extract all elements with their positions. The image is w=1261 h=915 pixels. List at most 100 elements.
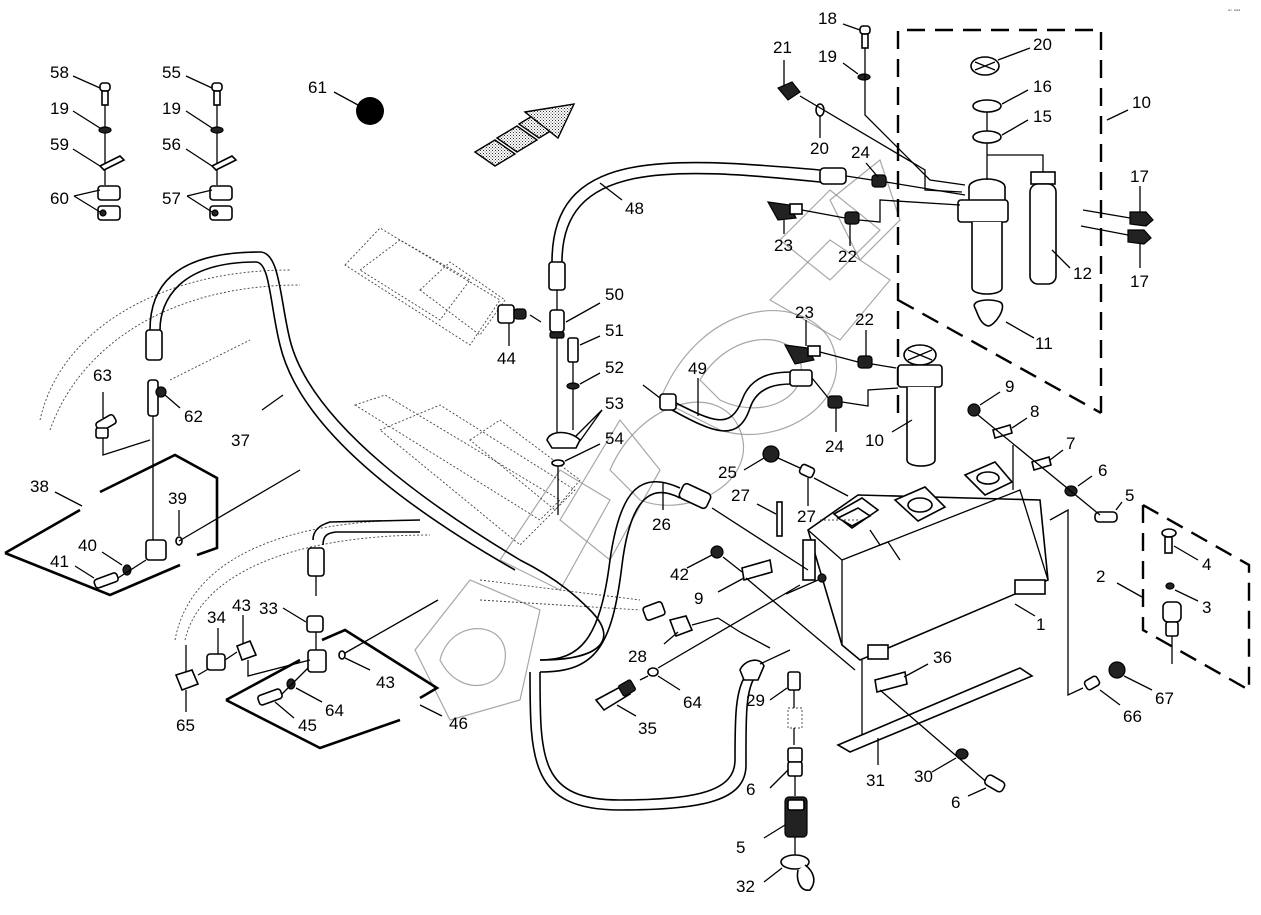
callout-11: 11 (1035, 334, 1053, 353)
callout-64: 65 (176, 716, 195, 735)
callout-57: 57 (162, 189, 181, 208)
callout-19: 19 (818, 47, 837, 66)
callout-13: 15 (1033, 107, 1052, 126)
hose-37: 37 (145, 251, 605, 661)
callout-53: 53 (605, 394, 624, 413)
callout-19: 19 (162, 99, 181, 118)
callout-35: 64 (683, 693, 702, 712)
callout-48: 48 (625, 199, 644, 218)
hydraulic-tank: 1 (802, 461, 1049, 661)
callout-67: 67 (1155, 689, 1174, 708)
callout-4: 4 (1202, 555, 1211, 574)
callout-22: 22 (838, 247, 857, 266)
callout-52: 52 (605, 358, 624, 377)
callout-25: 25 (718, 463, 737, 482)
callout-61: 61 (308, 78, 327, 97)
filter-assembly-group: 10 20 16 15 12 11 17 (896, 28, 1154, 415)
callout-5: 6 (951, 793, 960, 812)
callout-37: 37 (231, 431, 250, 450)
callout-62: 62 (184, 407, 203, 426)
callout-27: 27 (731, 486, 750, 505)
callout-42: 26 (652, 515, 671, 534)
callout-38: 38 (30, 477, 49, 496)
clamp-stack-right: 55 19 56 57 (162, 63, 238, 221)
callout-6: 6 (1098, 461, 1107, 480)
callout-6: 30 (914, 767, 933, 786)
pump-ghost (39, 227, 641, 641)
callout-59: 59 (50, 135, 69, 154)
hose-42: 26 (539, 481, 809, 673)
callout-17: 17 (1130, 272, 1149, 291)
callout-1: 1 (1036, 615, 1045, 634)
drain-stack-31-34: 29 6 5 32 (736, 671, 815, 896)
filter-secondary: 23 22 49 24 10 (642, 303, 943, 467)
callout-17: 17 (1130, 167, 1149, 186)
callout-36: 35 (638, 719, 657, 738)
callout-23: 23 (774, 236, 793, 255)
callout-45: 43 (376, 673, 395, 692)
callout-19: 19 (50, 99, 69, 118)
callout-21: 21 (773, 38, 792, 57)
callout-51: 51 (605, 321, 624, 340)
callout-58: 58 (50, 63, 69, 82)
callout-7: 7 (1066, 434, 1075, 453)
direction-arrow (473, 103, 576, 167)
elbow-fitting-group: 33 43 64 45 46 65 34 43 (174, 519, 468, 750)
callout-18: 18 (818, 9, 837, 28)
callout-30: 31 (866, 771, 885, 790)
return-hose (529, 631, 791, 811)
breather-parts: 67 66 (1067, 630, 1174, 726)
callout-20: 20 (810, 139, 829, 158)
callout-39: 39 (168, 489, 187, 508)
callout-2: 2 (1096, 567, 1105, 586)
callout-12: 12 (1073, 264, 1092, 283)
tank-mount-lower: 36 31 30 6 (836, 648, 1034, 812)
tank-mount-upper: 9 8 7 6 5 (967, 377, 1134, 630)
callout-43: 33 (259, 599, 278, 618)
callout-34: 32 (736, 877, 755, 896)
corner-mark: ▪▫ ▪▪▪ (1228, 8, 1240, 14)
drain-plug-group: 2 4 3 (1096, 503, 1251, 693)
callout-16: 20 (1033, 35, 1052, 54)
callout-43: 34 (207, 608, 226, 627)
callout-60: 60 (50, 189, 69, 208)
callout-55: 55 (162, 63, 181, 82)
tee-fitting-group: 62 63 38 39 40 41 (4, 366, 301, 597)
callout-63: 63 (93, 366, 112, 385)
part-61-marker: 61 (308, 78, 384, 125)
callout-44: 46 (449, 714, 468, 733)
filter-fittings-top: 18 19 21 20 (773, 9, 966, 193)
callout-29: 36 (933, 648, 952, 667)
callout-10: 10 (1132, 93, 1151, 112)
callout-9: 42 (670, 565, 689, 584)
callout-23: 23 (795, 303, 814, 322)
callout-9: 9 (1005, 377, 1014, 396)
callout-15: 16 (1033, 77, 1052, 96)
callout-64: 28 (628, 647, 647, 666)
callout-32: 6 (746, 780, 755, 799)
callout-66: 66 (1123, 707, 1142, 726)
callout-65: 43 (232, 596, 251, 615)
callout-46: 64 (325, 701, 344, 720)
callout-49: 49 (688, 359, 707, 378)
callout-26: 27 (797, 507, 816, 526)
callout-10: 10 (865, 431, 884, 450)
callout-28: 9 (694, 589, 703, 608)
callout-5: 5 (1125, 486, 1134, 505)
callout-33: 5 (736, 838, 745, 857)
callout-50: 50 (605, 285, 624, 304)
callout-41: 41 (50, 552, 69, 571)
callout-44: 44 (497, 349, 516, 368)
callout-54: 54 (605, 429, 624, 448)
callout-24: 24 (851, 143, 870, 162)
filter-fittings-mid: 24 23 22 (766, 143, 966, 266)
callout-22: 22 (855, 310, 874, 329)
fitting-stack-50-54: 44 50 51 52 53 54 (497, 285, 624, 515)
callout-3: 3 (1202, 598, 1211, 617)
callout-8: 8 (1030, 402, 1039, 421)
callout-40: 40 (78, 536, 97, 555)
suction-fittings: 28 64 35 (594, 584, 801, 738)
callout-56: 56 (162, 135, 181, 154)
callout-47: 45 (298, 716, 317, 735)
